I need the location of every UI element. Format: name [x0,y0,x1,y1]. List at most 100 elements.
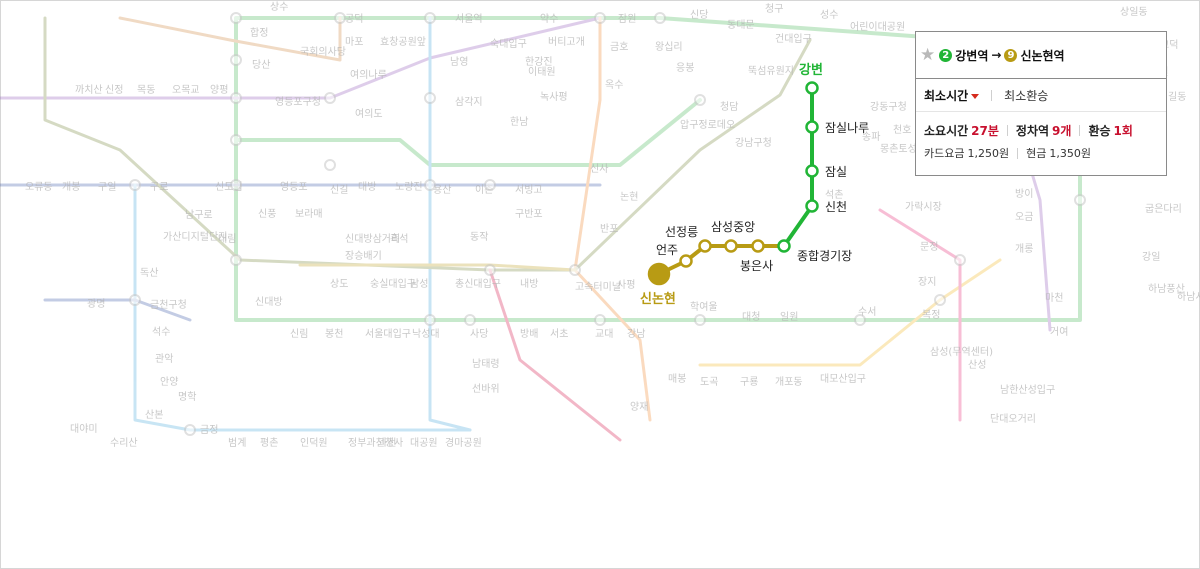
station-node-bongeunsa[interactable] [751,239,765,253]
bg-station-label: 사당 [470,328,488,340]
tab-min-time[interactable]: 최소시간 [924,87,980,104]
bg-station-label: 한남 [510,116,528,128]
station-node-sinnonhyeon[interactable] [647,262,671,286]
bg-station-label: 이태원 [528,66,556,78]
bg-station-label: 금천구청 [150,299,187,311]
bg-station-node [424,314,436,326]
station-node-jamsilnaru[interactable] [805,120,819,134]
bg-station-label: 남구로 [185,209,213,221]
bg-station-label: 사평 [617,279,635,291]
station-node-jamsil[interactable] [805,164,819,178]
divider [1006,125,1008,136]
bg-station-label: 대림 [218,233,236,245]
bg-station-node [594,314,606,326]
station-node-sports-complex[interactable] [777,239,791,253]
route-option-tabs: 최소시간 최소환승 [916,79,1166,112]
bg-station-label: 오류동 [25,181,53,193]
bg-station-label: 신길 [330,183,348,196]
station-label-jamsil: 잠실 [825,165,847,179]
bg-station-label: 광명 [87,298,105,310]
line-9-badge-icon: 9 [1004,48,1018,62]
time-value: 27분 [971,124,999,138]
bg-station-label: 남한산성입구 [1000,383,1055,396]
bg-station-label: 청구 [765,3,783,15]
bg-station-node [569,264,581,276]
bg-station-label: 총신대입구 [455,277,501,290]
bg-line-bundang [698,258,1002,367]
bg-station-label: 영등포 [280,181,308,193]
bg-station-label: 오목교 [172,84,200,96]
bg-station-label: 숭실대입구 [370,277,416,290]
bg-station-label: 봉천 [325,328,343,340]
station-node-seonjeongneung[interactable] [698,239,712,253]
bg-station-label: 교대 [595,328,613,340]
station-label-sports-complex: 종합경기장 [797,249,852,263]
bg-station-label: 길동 [1168,90,1186,103]
bg-station-node [230,254,242,266]
bg-station-node [484,179,496,191]
line-2-badge-icon: 2 [939,48,953,62]
bg-station-node [694,94,706,106]
bg-line-2b [234,98,702,167]
time-label: 소요시간 [924,124,969,138]
bg-station-label: 성수 [820,9,838,21]
bg-station-label: 신풍 [258,208,276,220]
bg-station-label: 일원 [780,311,798,323]
bg-station-label: 대방 [358,181,376,193]
bg-station-node [854,314,866,326]
bg-station-label: 신대방삼거리 [345,233,400,245]
bg-station-node [334,12,346,24]
bg-station-label: 석수 [152,326,170,338]
station-node-sincheon[interactable] [805,199,819,213]
bg-station-label: 응봉 [676,62,694,74]
bg-station-label: 송파 [862,131,880,143]
station-label-gangbyeon: 강변 [799,62,823,78]
bg-station-label: 굽은다리 [1145,203,1182,215]
bg-line-2 [234,16,1082,322]
bg-station-label: 버티고개 [548,36,585,48]
bg-station-label: 마포 [345,36,363,48]
bg-station-label: 남영 [450,56,468,68]
bg-station-label: 금호 [610,41,628,53]
bg-station-label: 서초 [550,328,568,340]
bg-station-label: 영등포구청 [275,96,321,108]
bg-station-node [1074,194,1086,206]
bg-station-label: 산본 [145,409,163,421]
bg-station-node [654,12,666,24]
bg-station-label: 강남 [627,328,645,340]
bg-station-label: 개포동 [775,376,803,388]
station-node-gangbyeon[interactable] [805,81,819,95]
bg-station-label: 동작 [470,231,488,243]
bg-station-label: 평촌 [260,437,278,449]
bg-line-4 [428,16,472,432]
bg-station-node [230,179,242,191]
bg-station-node [694,314,706,326]
destination-station: 신논현역 [1020,48,1065,63]
bg-station-label: 오금 [1015,211,1033,223]
station-label-sincheon: 신천 [825,199,847,214]
bg-station-label: 독산 [140,267,158,279]
station-label-eonju: 언주 [656,243,678,257]
bg-station-label: 건대입구 [775,32,812,45]
bg-station-label: 산성 [968,359,986,371]
tab-min-transfer[interactable]: 최소환승 [1004,88,1049,103]
bg-station-label: 장지 [918,276,936,288]
bg-station-label: 신당 [690,9,708,21]
bg-station-label: 관악 [155,353,173,365]
bg-station-label: 한강진 [525,56,553,68]
bg-station-label: 여의도 [355,108,383,120]
station-node-samseong-jungang[interactable] [724,239,738,253]
route-station-labels: 강변 잠실나루 잠실 신천 종합경기장 봉은사 삼성중앙 선정릉 언주 신논현 [640,62,869,307]
bg-station-label: 도곡 [700,376,718,388]
bg-station-label: 개봉 [62,181,80,193]
bg-station-label: 몽촌토성 [880,143,917,155]
fare-row: 카드요금 1,250원 현금 1,350원 [924,145,1158,161]
bg-station-label: 신정 [105,84,123,96]
station-node-eonju[interactable] [679,254,693,268]
bg-station-label: 상도 [330,278,348,290]
bg-station-label: 목동 [137,84,155,96]
bg-station-label: 구반포 [515,208,543,220]
tab-divider [991,89,993,101]
favorite-star-icon[interactable]: ★ [920,44,936,65]
